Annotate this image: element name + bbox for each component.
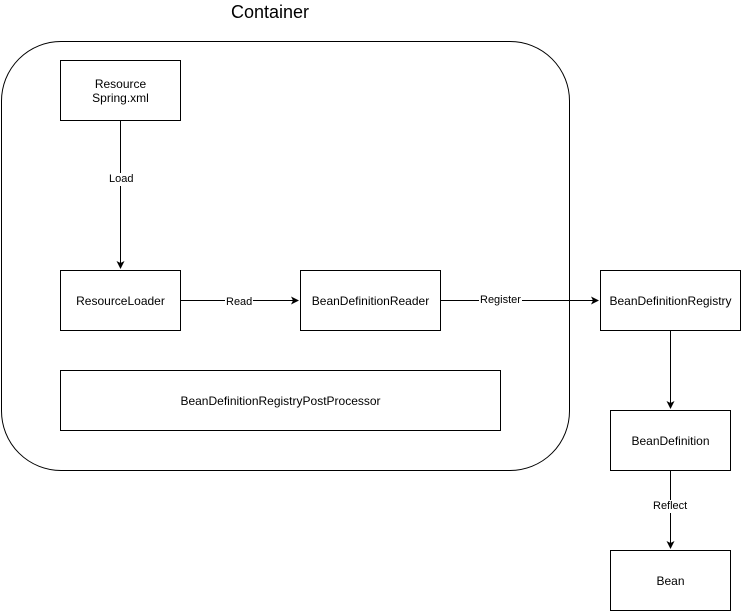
bean-definition-registry-label: BeanDefinitionRegistry xyxy=(609,293,732,308)
bean-definition-reader-label: BeanDefinitionReader xyxy=(311,293,430,308)
bean-definition-node: BeanDefinition xyxy=(610,410,731,471)
resource-node-label-line2: Spring.xml xyxy=(92,90,149,105)
post-processor-node: BeanDefinitionRegistryPostProcessor xyxy=(60,370,501,431)
bean-label: Bean xyxy=(656,573,685,588)
resource-loader-node: ResourceLoader xyxy=(60,270,181,331)
resource-node-label-line1: Resource xyxy=(94,76,147,91)
bean-definition-label: BeanDefinition xyxy=(631,433,710,448)
container-boundary xyxy=(0,40,570,471)
bean-node: Bean xyxy=(610,550,731,611)
edge-label-load: Load xyxy=(108,173,135,186)
container-title: Container xyxy=(230,2,310,22)
edge-label-read: Read xyxy=(225,296,254,309)
edge-label-reflect: Reflect xyxy=(652,500,689,513)
resource-node: Resource Spring.xml xyxy=(60,60,181,121)
post-processor-label: BeanDefinitionRegistryPostProcessor xyxy=(180,393,381,408)
bean-definition-registry-node: BeanDefinitionRegistry xyxy=(600,270,741,331)
bean-definition-reader-node: BeanDefinitionReader xyxy=(300,270,441,331)
edge-label-register: Register xyxy=(479,294,522,307)
resource-loader-label: ResourceLoader xyxy=(76,293,165,308)
